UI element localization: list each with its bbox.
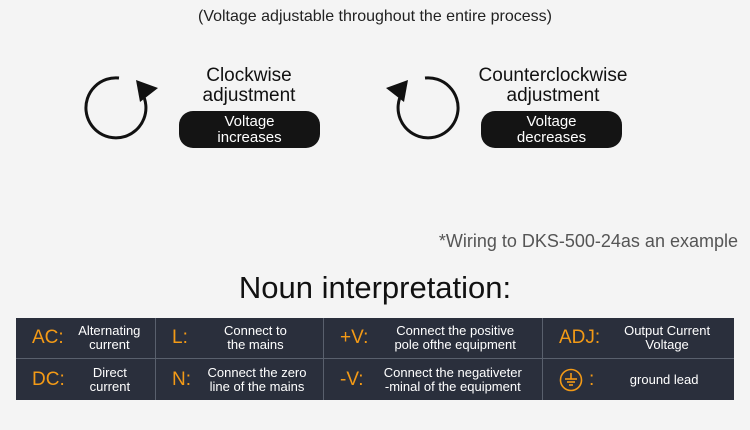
term-desc-line1: Connect to — [223, 323, 287, 338]
term-key: DC: — [32, 368, 65, 390]
counterclockwise-title-line2: adjustment — [506, 85, 600, 106]
ground-symbol-icon — [559, 368, 583, 391]
term-desc: Connect the zero line of the mains — [191, 364, 323, 394]
term-desc-line1: Direct — [92, 364, 127, 380]
clockwise-title-line1: Clockwise — [206, 65, 292, 86]
term-desc-line2: current — [89, 337, 130, 352]
term-desc-line2: the mains — [227, 337, 284, 352]
term-cell-negative-v: -V: Connect the negativeter -minal of th… — [324, 359, 543, 400]
term-desc-line2: Voltage — [645, 337, 689, 352]
term-desc: Connect the negativeter -minal of the eq… — [364, 364, 542, 394]
term-desc: Alternating current — [64, 324, 155, 352]
pill-line1: Voltage — [224, 112, 275, 130]
clockwise-title-line2: adjustment — [202, 85, 296, 106]
top-note: (Voltage adjustable throughout the entir… — [197, 8, 552, 25]
term-desc-line2: line of the mains — [209, 378, 305, 394]
term-cell-n: N: Connect the zero line of the mains — [156, 359, 324, 400]
term-cell-l: L: Connect to the mains — [156, 318, 324, 359]
term-desc-line1: Output Current — [624, 323, 711, 338]
term-cell-ac: AC: Alternating current — [16, 318, 156, 359]
term-desc-line2: pole ofthe equipment — [394, 337, 516, 352]
term-cell-adj: ADJ: Output Current Voltage — [543, 318, 734, 359]
term-desc: Output Current Voltage — [600, 324, 734, 352]
term-key: : — [589, 368, 595, 390]
term-desc-line1: Alternating — [78, 323, 141, 338]
noun-interpretation-title: Noun interpretation: — [238, 270, 512, 305]
term-key: ADJ: — [559, 327, 601, 348]
term-desc-line1: Connect the zero — [207, 364, 307, 380]
term-key: AC: — [32, 327, 64, 348]
term-desc-line2: -minal of the equipment — [384, 378, 521, 394]
term-desc-line2: current — [89, 378, 131, 394]
term-desc: Connect the positive pole ofthe equipmen… — [368, 324, 542, 352]
term-desc-line1: ground lead — [629, 371, 699, 387]
voltage-increases-badge: Voltage increases — [179, 111, 320, 148]
term-key: +V: — [340, 327, 369, 348]
counterclockwise-arrow-icon — [386, 76, 460, 140]
term-desc-line1: Connect the negativeter — [383, 364, 522, 380]
term-desc: Direct current — [65, 364, 155, 394]
term-key: -V: — [340, 368, 364, 390]
clockwise-arrow-icon — [84, 76, 158, 140]
term-desc-line1: Connect the positive — [396, 323, 515, 338]
wiring-note: *Wiring to DKS-500-24as an example — [438, 231, 738, 251]
term-desc: Connect to the mains — [188, 324, 323, 352]
term-desc: ground lead — [594, 371, 734, 387]
term-cell-positive-v: +V: Connect the positive pole ofthe equi… — [324, 318, 543, 359]
term-key: L: — [172, 327, 188, 348]
term-cell-ground: : ground lead — [543, 359, 734, 400]
voltage-decreases-badge: Voltage decreases — [481, 111, 622, 148]
pill-line1: Voltage — [526, 112, 577, 130]
pill-line2: increases — [217, 128, 282, 146]
clockwise-title: Clockwise adjustment — [176, 66, 322, 106]
counterclockwise-title-line1: Counterclockwise — [478, 65, 628, 86]
term-key: N: — [172, 368, 191, 390]
term-cell-dc: DC: Direct current — [16, 359, 156, 400]
pill-line2: decreases — [516, 128, 587, 146]
terms-table: AC: Alternating current L: Connect to th… — [16, 318, 734, 400]
counterclockwise-title: Counterclockwise adjustment — [465, 66, 641, 106]
